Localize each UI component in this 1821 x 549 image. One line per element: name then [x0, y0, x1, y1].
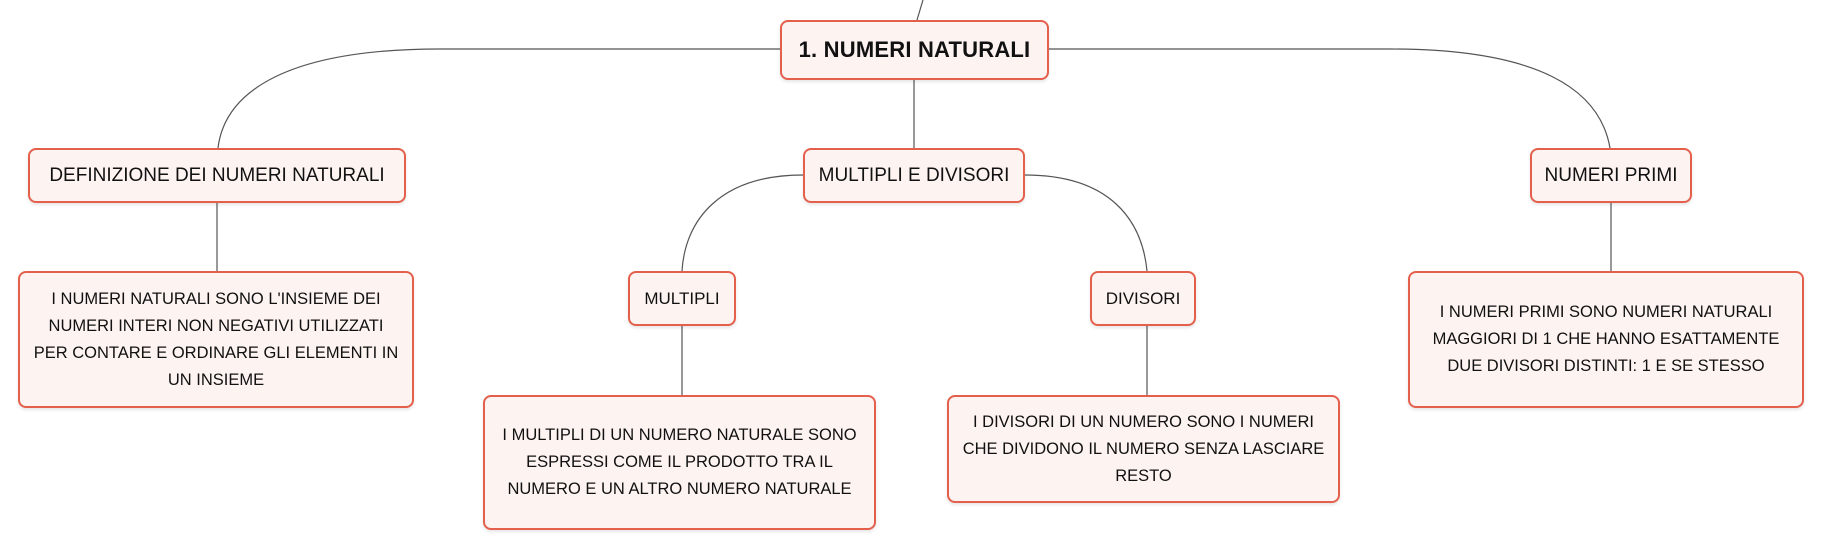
topic-node-primes-label: NUMERI PRIMI — [1544, 164, 1678, 186]
topic-node-multiples-divisors[interactable]: MULTIPLI E DIVISORI — [803, 148, 1025, 203]
detail-node-multiples[interactable]: I MULTIPLI DI UN NUMERO NATURALE SONO ES… — [483, 395, 876, 530]
root-node[interactable]: 1. NUMERI NATURALI — [780, 20, 1049, 80]
detail-node-primes-text: I NUMERI PRIMI SONO NUMERI NATURALI MAGG… — [1432, 303, 1780, 375]
connector-md-to-divisors — [1024, 174, 1148, 272]
connector-root-to-primes — [1049, 48, 1611, 149]
subtopic-node-multiples-label: MULTIPLI — [644, 288, 720, 308]
topic-node-primes[interactable]: NUMERI PRIMI — [1530, 148, 1692, 203]
detail-node-definition[interactable]: I NUMERI NATURALI SONO L'INSIEME DEI NUM… — [18, 271, 414, 408]
detail-node-divisors-text: I DIVISORI DI UN NUMERO SONO I NUMERI CH… — [962, 412, 1325, 485]
topic-node-definition-label: DEFINIZIONE DEI NUMERI NATURALI — [49, 164, 385, 186]
connector-md-to-multiples — [681, 174, 804, 272]
detail-node-divisors[interactable]: I DIVISORI DI UN NUMERO SONO I NUMERI CH… — [947, 395, 1340, 503]
subtopic-node-multiples[interactable]: MULTIPLI — [628, 271, 736, 326]
topic-node-multiples-divisors-label: MULTIPLI E DIVISORI — [818, 164, 1010, 186]
detail-node-multiples-text: I MULTIPLI DI UN NUMERO NATURALE SONO ES… — [502, 426, 857, 498]
connector-root-to-definition — [217, 48, 780, 149]
detail-node-definition-text: I NUMERI NATURALI SONO L'INSIEME DEI NUM… — [33, 289, 399, 389]
subtopic-node-divisors[interactable]: DIVISORI — [1090, 271, 1196, 326]
root-node-label: 1. NUMERI NATURALI — [798, 37, 1031, 62]
connector-parent-to-root — [916, 0, 924, 21]
detail-node-primes[interactable]: I NUMERI PRIMI SONO NUMERI NATURALI MAGG… — [1408, 271, 1804, 408]
topic-node-definition[interactable]: DEFINIZIONE DEI NUMERI NATURALI — [28, 148, 406, 203]
subtopic-node-divisors-label: DIVISORI — [1105, 288, 1181, 308]
